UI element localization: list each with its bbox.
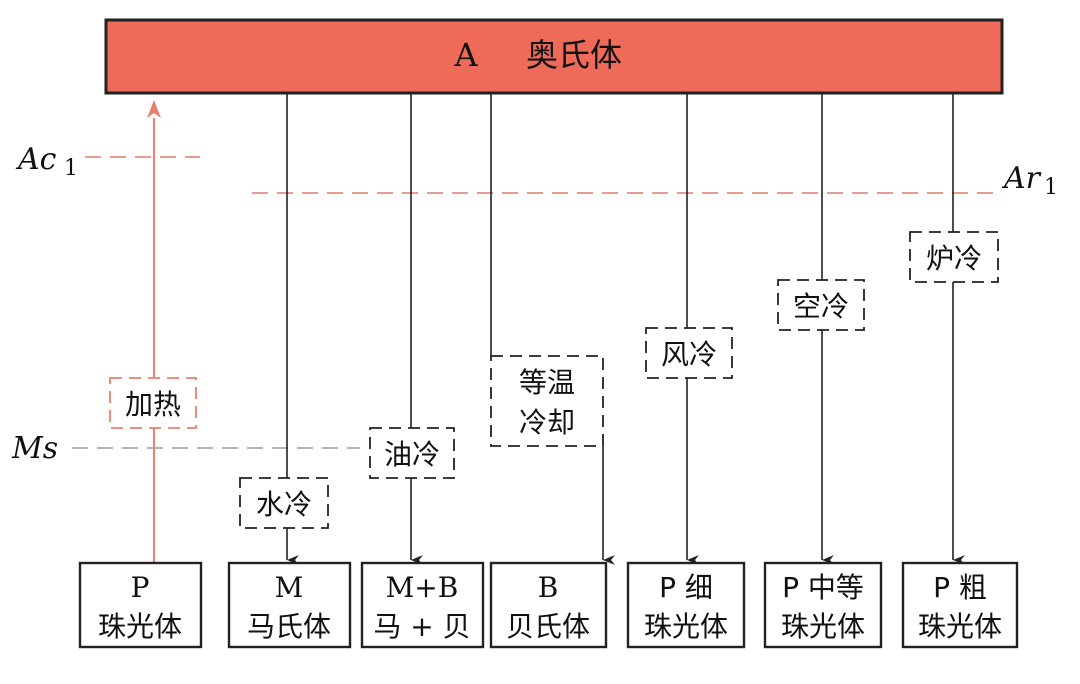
product-box-coarse-pearlite: P 粗 珠光体	[901, 561, 1019, 649]
product-martensite-bainite-name: 马 + 贝	[373, 610, 470, 643]
product-martensite-name: 马氏体	[247, 610, 331, 643]
product-box-pearlite-frame	[78, 561, 203, 649]
ar1-subscript: 1	[1044, 175, 1058, 200]
ac1-label: Ac	[15, 142, 57, 177]
product-bainite-symbol: B	[538, 571, 559, 604]
product-coarse-pearlite-name: 珠光体	[918, 610, 1002, 643]
process-label-air-blast: 风冷	[661, 338, 717, 371]
process-box-water	[239, 477, 329, 529]
austenite-bar: A 奥氏体	[104, 18, 1004, 95]
product-box-martensite-frame	[227, 561, 352, 649]
process-label-isothermal-2: 冷却	[519, 406, 575, 439]
austenite-letter: A	[453, 36, 478, 74]
oil-cooling-path: 油冷	[369, 93, 455, 565]
water-cooling-path: 水冷	[239, 93, 329, 565]
ar1-reference: Ar 1	[252, 161, 1058, 200]
product-martensite-symbol: M	[275, 571, 304, 604]
process-label-heating: 加热	[125, 388, 181, 421]
product-medium-pearlite-name: 珠光体	[781, 610, 865, 643]
heating-path: 加热	[109, 100, 197, 562]
product-medium-pearlite-symbol: P 中等	[782, 571, 864, 604]
product-pearlite-name: 珠光体	[98, 610, 182, 643]
process-label-oil: 油冷	[384, 438, 440, 471]
product-box-fine-pearlite-frame	[626, 561, 746, 649]
process-box-air	[777, 279, 865, 331]
product-boxes: P 珠光体 M 马氏体 M+B 马 + 贝 B 贝氏体 P 细 珠光体 P 中等…	[78, 561, 1019, 649]
ms-label: Ms	[11, 431, 58, 466]
product-box-coarse-pearlite-frame	[901, 561, 1019, 649]
process-label-water: 水冷	[256, 488, 312, 521]
product-pearlite-symbol: P	[131, 571, 150, 604]
process-label-furnace: 炉冷	[926, 242, 982, 275]
furnace-cooling-path: 炉冷	[909, 93, 999, 565]
product-box-martensite-bainite-frame	[360, 561, 485, 649]
product-bainite-name: 贝氏体	[506, 610, 590, 643]
product-box-bainite-frame	[489, 561, 608, 649]
austenite-name: 奥氏体	[526, 36, 622, 74]
ar1-label: Ar	[1001, 161, 1042, 196]
heating-arrowhead	[147, 100, 161, 118]
product-martensite-bainite-symbol: M+B	[386, 571, 459, 604]
product-box-pearlite: P 珠光体	[78, 561, 203, 649]
process-box-air-blast	[645, 327, 733, 379]
product-box-medium-pearlite-frame	[763, 561, 883, 649]
process-box-isothermal	[490, 355, 604, 447]
product-box-bainite: B 贝氏体	[489, 561, 608, 649]
product-box-martensite-bainite: M+B 马 + 贝	[360, 561, 485, 649]
process-label-air: 空冷	[793, 290, 849, 323]
air-cooling-path: 空冷	[777, 93, 865, 565]
process-box-oil	[369, 427, 455, 479]
product-fine-pearlite-symbol: P 细	[659, 571, 713, 604]
process-box-heating	[109, 377, 197, 429]
product-box-medium-pearlite: P 中等 珠光体	[763, 561, 883, 649]
product-box-fine-pearlite: P 细 珠光体	[626, 561, 746, 649]
product-coarse-pearlite-symbol: P 粗	[933, 571, 987, 604]
isothermal-cooling-path: 等温 冷却	[490, 93, 615, 565]
austenite-bar-background	[104, 18, 1004, 95]
air-blast-cooling-path: 风冷	[645, 93, 733, 565]
process-box-furnace	[909, 231, 999, 283]
product-fine-pearlite-name: 珠光体	[644, 610, 728, 643]
ac1-reference: Ac 1	[15, 142, 200, 181]
product-box-martensite: M 马氏体	[227, 561, 352, 649]
process-label-isothermal-1: 等温	[519, 366, 575, 399]
ac1-subscript: 1	[64, 156, 78, 181]
ms-reference: Ms	[11, 431, 360, 466]
